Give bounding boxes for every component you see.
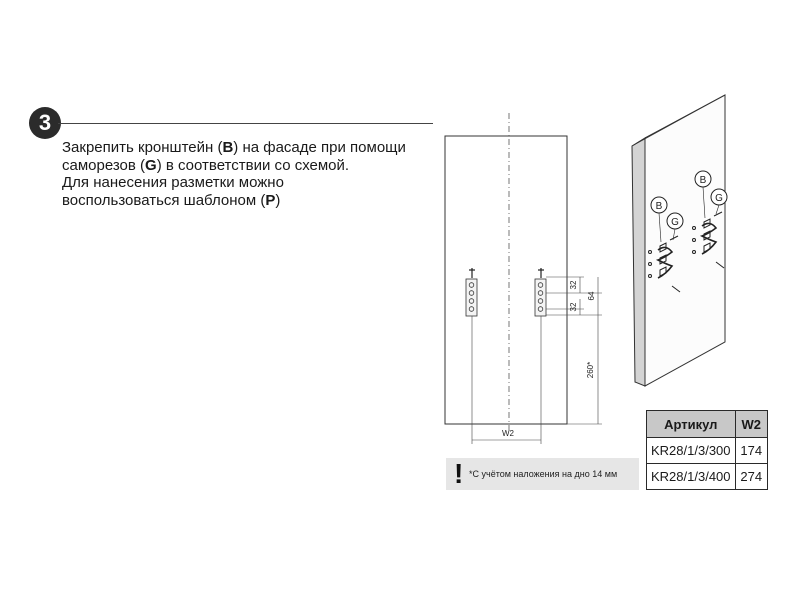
instruction-line-4: воспользоваться шаблоном (P) [62,192,432,210]
table-row: KR28/1/3/400 274 [646,463,769,490]
dimension-32-bottom: 32 [569,302,578,311]
instruction-text-fragment: Закрепить кронштейн ( [62,139,223,156]
instruction-text-fragment: воспользоваться шаблоном ( [62,191,266,209]
dimension-w2: W2 [502,429,515,438]
table-cell-article: KR28/1/3/400 [646,463,736,490]
right-bracket-icon [534,268,547,317]
step-number-badge: 3 [29,107,61,139]
callout-b-right-label: B [700,175,707,186]
column-header-w2: W2 [734,410,769,438]
table-cell-w2: 174 [734,437,769,464]
header-divider [58,123,433,124]
screw-code: G [145,156,157,174]
callout-g-right-label: G [715,193,723,204]
dimension-260: 260* [586,362,595,378]
instruction-text-fragment: саморезов ( [62,156,146,174]
column-header-article: Артикул [646,410,736,438]
article-table: Артикул W2 KR28/1/3/300 174 KR28/1/3/400… [646,410,769,490]
table-row: KR28/1/3/300 174 [646,437,769,464]
footnote-text: *С учётом наложения на дно 14 мм [469,469,618,479]
bracket-3d-right-icon [692,211,725,269]
instruction-text-fragment: ) [275,191,281,209]
dimension-64: 64 [587,291,596,300]
facade-panel-3d [631,94,726,387]
instruction-line-2: саморезов (G) в соответствии со схемой. [62,157,432,175]
instruction-line-1: Закрепить кронштейн (B) на фасаде при по… [62,139,432,157]
left-bracket-icon [465,268,478,317]
instruction-text: Закрепить кронштейн (B) на фасаде при по… [62,139,432,209]
callout-g-left-label: G [671,217,679,228]
instruction-text-fragment: ) в соответствии со схемой. [156,156,350,174]
instruction-line-3: Для нанесения разметки можно [62,174,284,191]
table-cell-article: KR28/1/3/300 [646,437,736,464]
front-panel-outline [444,135,568,425]
dimension-32-top: 32 [569,280,578,289]
bracket-code: B [222,139,234,156]
table-header-row: Артикул W2 [646,410,769,438]
vertical-dimension-lines [546,276,602,425]
instruction-text-fragment: ) на фасаде при помощи [233,139,406,156]
bracket-3d-left-icon [648,235,681,293]
table-cell-w2: 274 [734,463,769,490]
template-code: P [265,191,276,209]
horizontal-dimension-lines [471,316,542,444]
callout-b-left-label: B [656,201,663,212]
footnote-box: ! *С учётом наложения на дно 14 мм [446,458,639,490]
warning-icon: ! [454,458,464,489]
